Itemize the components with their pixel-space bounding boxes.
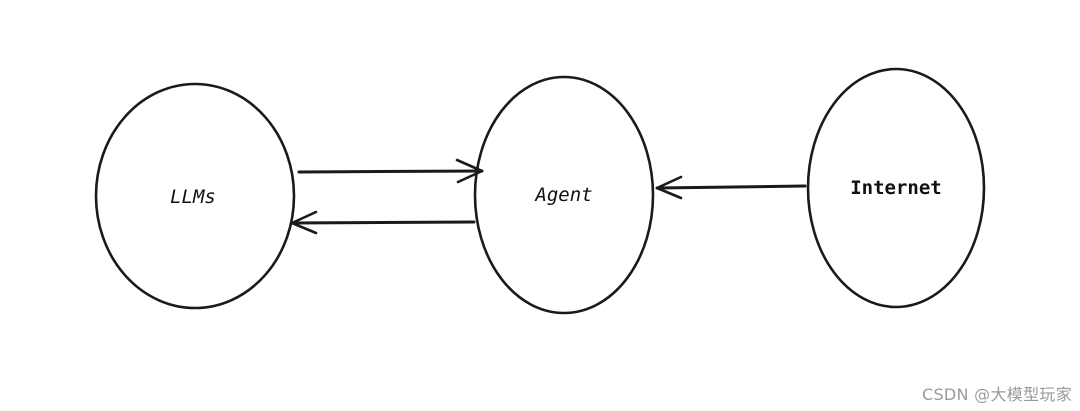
edge-agent-to-llms-arrowhead [290, 210, 318, 235]
edge-internet-to-agent-arrowhead [655, 175, 683, 200]
edge-agent-to-llms-line [290, 220, 476, 225]
edge-llms-to-agent [297, 158, 484, 184]
node-internet-label: Internet [850, 177, 942, 199]
node-internet[interactable]: Internet [806, 67, 986, 309]
node-agent-shape [473, 75, 655, 315]
watermark-text: CSDN @大模型玩家 [921, 385, 1072, 404]
edge-internet-to-agent-line [655, 184, 807, 190]
node-llms-label: LLMs [170, 186, 216, 208]
edge-internet-to-agent [655, 175, 807, 200]
edge-llms-to-agent-arrowhead [455, 158, 484, 184]
edge-agent-to-llms [290, 210, 476, 235]
edge-llms-to-agent-line [297, 169, 484, 174]
node-llms-shape [94, 82, 296, 310]
node-agent[interactable]: Agent [473, 75, 655, 315]
node-agent-label: Agent [534, 184, 592, 206]
node-llms[interactable]: LLMs [94, 82, 296, 310]
node-internet-shape [806, 67, 986, 309]
